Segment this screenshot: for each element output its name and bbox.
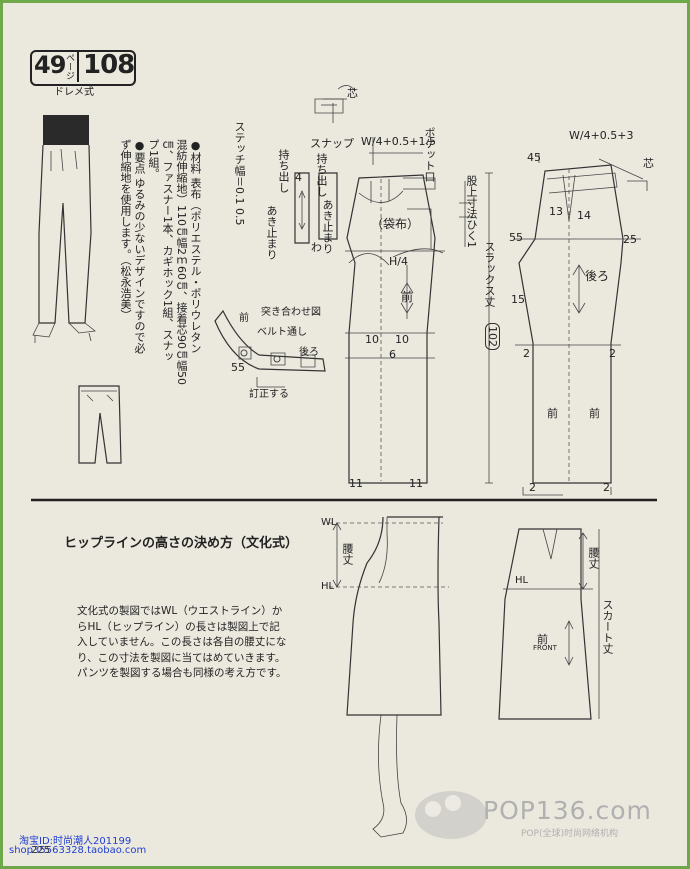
watermark-logo: POP136.com xyxy=(483,796,652,825)
body-line-2: らHL（ヒップライン）の長さは製図上で記 xyxy=(77,620,280,633)
page-number-box xyxy=(30,50,136,86)
watermark-graphic xyxy=(415,791,487,839)
interfacing-top: 芯 xyxy=(347,87,358,100)
dim-2-b: 2 xyxy=(609,347,616,360)
dim-2-c: 2 xyxy=(529,481,536,494)
front-label: 前 xyxy=(401,290,414,304)
dim-11-left: 11 xyxy=(349,477,363,490)
slacks-length-value: 102 xyxy=(485,323,500,350)
catalog-page: 49 ページ 108 ドレメ式 ●材料 表布（ポリエステル・ポリウレタン 混紡伸… xyxy=(3,3,687,866)
body-line-3: 入していません。この長さは各自の腰丈にな xyxy=(77,636,287,648)
fukuro-label: （袋布） xyxy=(371,217,420,231)
model-number: 108 xyxy=(83,50,135,80)
dim-10-right: 10 xyxy=(395,333,409,346)
hip-height-figure xyxy=(329,516,449,838)
dim-14: 14 xyxy=(577,209,591,222)
butt-joint-label: 突き合わせ図 xyxy=(261,307,321,318)
waist-formula-front: W/4+0.5+1.5 xyxy=(361,135,437,148)
watermark-sub: POP(全球)时尚网络机构 xyxy=(521,829,618,839)
header-divider xyxy=(77,51,79,82)
stitch-width-label: ステッチ幅＝0.1 0.5 xyxy=(233,121,246,226)
skirt-pattern xyxy=(498,528,600,720)
hl-label: HL xyxy=(321,581,335,592)
back-pants-pattern xyxy=(515,153,648,496)
wl-label: WL xyxy=(321,517,337,528)
crotch-length-label: 股上寸法ひく1 xyxy=(465,175,478,248)
dim-4: 4 xyxy=(295,171,302,184)
figure-illustration xyxy=(32,115,96,343)
hip-depth-label: 腰丈 xyxy=(341,543,354,565)
dim-10-left: 10 xyxy=(365,333,379,346)
drafting-style: ドレメ式 xyxy=(54,87,94,98)
page-footer-number: 225 xyxy=(31,845,51,856)
back-label: 後ろ xyxy=(585,269,610,283)
body-line-5: パンツを製図する場合も同様の考え方です。 xyxy=(77,667,287,679)
shop-id: 淘宝ID:时尚潮人201199 xyxy=(19,836,132,847)
skirt-length-label: スカート丈 xyxy=(601,599,614,654)
page-label: ページ xyxy=(64,53,74,80)
akidomari-left: あき止まり xyxy=(265,205,278,260)
dim-2-d: 2 xyxy=(603,481,610,494)
belt-loop-label: ベルト通し xyxy=(257,327,307,338)
body-line-1: 文化式の製図ではWL（ウエストライン）か xyxy=(77,605,283,617)
belt-assembly xyxy=(214,309,326,388)
mochidashi-left: 持ち出し xyxy=(277,149,290,193)
snap-label: スナップ xyxy=(310,137,354,150)
dim-55-belt: 55 xyxy=(231,361,245,374)
section-body: 文化式の製図ではWL（ウエストライン）か らHL（ヒップライン）の長さは製図上で… xyxy=(77,604,286,682)
skirt-front-jp: 前 xyxy=(537,633,548,646)
back-small-label: 後ろ xyxy=(299,347,319,358)
slacks-length-label: スラックス丈 xyxy=(483,241,496,307)
body-line-4: り、この寸法を製図に当てはめていきます。 xyxy=(77,651,286,664)
section-title: ヒップラインの高さの決め方（文化式） xyxy=(64,536,299,551)
skirt-front-en: FRONT xyxy=(533,644,557,652)
hip-depth-label-skirt: 腰丈 xyxy=(587,547,600,569)
front-label-3: 前 xyxy=(589,407,600,420)
dim-55-back: 55 xyxy=(509,231,523,244)
material-col-6: ず伸縮地を使用します。（松永浩美） xyxy=(119,139,132,321)
interfacing-right: 芯 xyxy=(643,157,654,170)
material-col-4: プ1組。 xyxy=(147,139,160,179)
material-col-2: 混紡伸縮地）110㎝幅2ｍ60㎝、接着芯90㎝幅50 xyxy=(175,139,188,385)
illustrations xyxy=(31,85,657,839)
dim-2-a: 2 xyxy=(523,347,530,360)
dim-11-right: 11 xyxy=(409,477,423,490)
front-label-2: 前 xyxy=(547,407,558,420)
dim-15: 15 xyxy=(511,293,525,306)
front-pants-pattern xyxy=(294,85,493,484)
hl-label-skirt: HL xyxy=(515,575,529,586)
front-small-label: 前 xyxy=(239,313,249,324)
waist-formula-back: W/4+0.5+3 xyxy=(569,129,634,142)
page-number: 49 xyxy=(34,51,66,79)
material-col-5: ●要点 ゆるみの少ないデザインですので必 xyxy=(133,139,146,354)
shop-url: shop35563328.taobao.com xyxy=(9,845,147,856)
material-col-1: ●材料 表布（ポリエステル・ポリウレタン xyxy=(189,139,202,354)
dim-45: 45 xyxy=(527,151,541,164)
dim-25: 25 xyxy=(623,233,637,246)
pants-flat-sketch xyxy=(78,385,122,464)
dim-6: 6 xyxy=(389,348,396,361)
mochidashi-right: 持ち出し xyxy=(315,153,328,197)
material-col-3: ㎝、ファスナー1本、カギホック1組、スナッ xyxy=(161,139,174,362)
akidomari-right: あき止まり xyxy=(321,199,334,254)
hip-formula: H/4 xyxy=(389,255,408,268)
correct-label: 訂正する xyxy=(249,389,289,400)
fold-label: わ xyxy=(311,241,322,254)
dim-13: 13 xyxy=(549,205,563,218)
pocket-mouth-label: ポケット口 xyxy=(423,127,436,182)
